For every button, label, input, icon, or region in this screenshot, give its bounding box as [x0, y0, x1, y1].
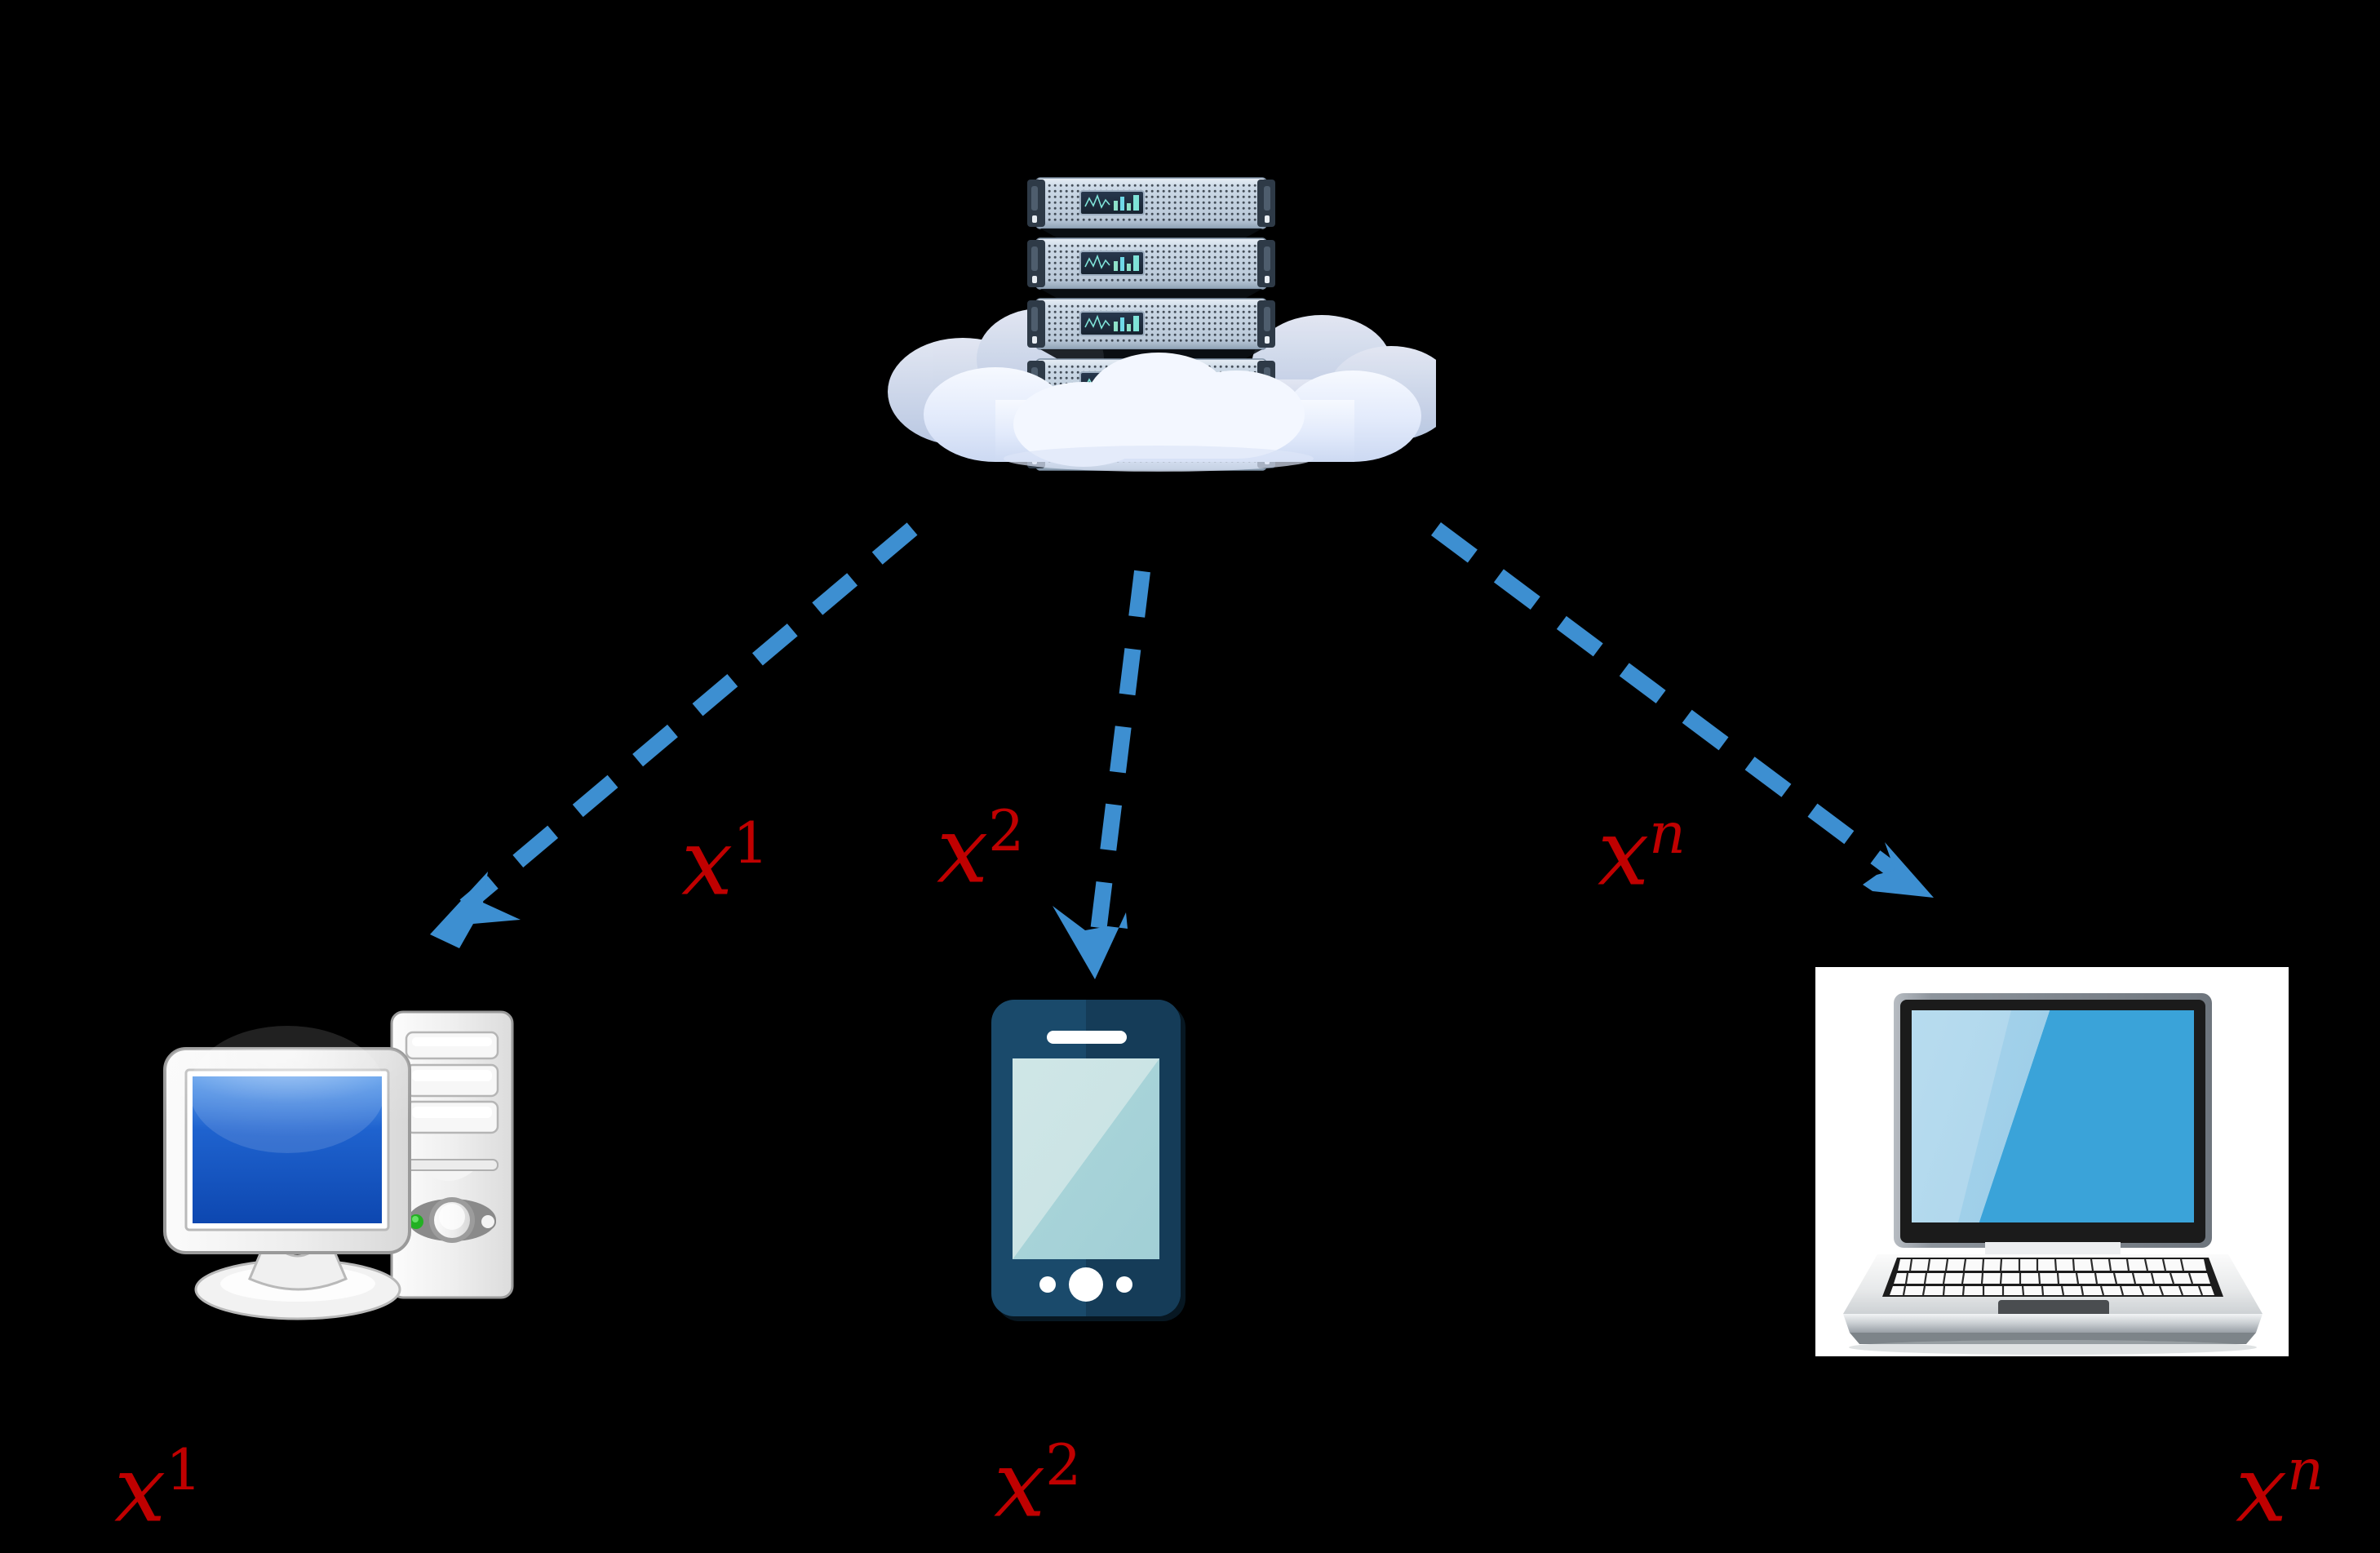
server-unit: [1027, 237, 1275, 300]
caption-laptop-sup: n: [2287, 1438, 2324, 1503]
caption-laptop-base: x: [2236, 1436, 2288, 1543]
arrow-head-2: [1053, 906, 1128, 979]
arrow-label-3-sup: n: [1649, 801, 1686, 867]
arrow-head-3: [1863, 842, 1934, 898]
arrow-label-2-base: x: [937, 797, 989, 904]
cloud-server-group: [865, 155, 1436, 498]
laptop-lid: [1894, 993, 2212, 1248]
caption-smartphone-base: x: [994, 1431, 1046, 1538]
arrow-head-1: [430, 872, 521, 948]
desktop-monitor: [163, 1026, 411, 1320]
caption-smartphone: x2: [994, 1437, 1081, 1530]
arrow-label-2-sup: 2: [988, 799, 1025, 864]
arrow-line-2: [1089, 570, 1150, 940]
phone-speaker: [1047, 1031, 1127, 1044]
caption-desktop: x1: [114, 1442, 202, 1535]
cloud-shape-front: [924, 353, 1421, 472]
device-laptop[interactable]: [1815, 967, 2289, 1356]
server-unit: [1027, 177, 1275, 240]
caption-desktop-base: x: [114, 1436, 166, 1543]
caption-desktop-sup: 1: [166, 1438, 202, 1503]
arrow-line-3: [1431, 521, 1902, 881]
power-button-assembly: [408, 1197, 496, 1243]
desktop-tower: [390, 1010, 514, 1299]
device-desktop[interactable]: [147, 967, 555, 1342]
arrow-label-1-base: x: [681, 810, 734, 916]
caption-laptop: xn: [2236, 1442, 2324, 1535]
arrow-label-3-base: x: [1598, 800, 1650, 907]
device-laptop-panel: [1815, 967, 2289, 1356]
phone-screen: [1013, 1058, 1159, 1259]
laptop-keyboard: [1882, 1258, 2223, 1297]
caption-smartphone-sup: 2: [1045, 1433, 1082, 1498]
arrow-label-3: xn: [1598, 805, 1686, 899]
arrow-label-1-sup: 1: [733, 811, 769, 876]
device-smartphone[interactable]: [991, 1000, 1191, 1326]
arrow-label-2: x2: [937, 803, 1024, 896]
phone-home-button: [1069, 1267, 1103, 1302]
laptop-screen: [1912, 1010, 2194, 1222]
laptop-base: [1843, 1254, 2263, 1355]
arrow-line-1: [459, 522, 918, 912]
arrow-label-1: x1: [681, 815, 769, 908]
server-unit: [1027, 298, 1275, 361]
